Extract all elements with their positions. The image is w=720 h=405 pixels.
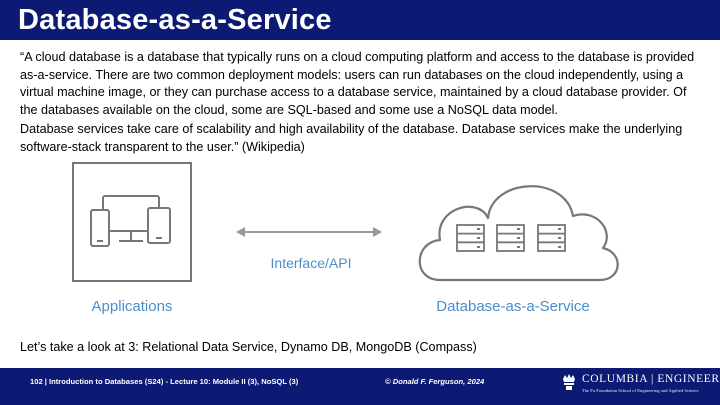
paragraph-services: Database services take care of scalabili… [20,122,683,154]
slide-title: Database-as-a-Service [18,4,332,36]
footer-brand: COLUMBIA | ENGINEERING [582,373,720,385]
bottom-note: Let’s take a look at 3: Relational Data … [20,340,477,354]
applications-label: Applications [92,298,173,315]
daas-diagram: Applications Interface/API Database-as-a… [72,162,619,315]
title-bar: Database-as-a-Service [0,0,720,40]
applications-box [72,162,192,282]
daas-label: Database-as-a-Service [436,298,589,315]
footer-bar: 102 | Introduction to Databases (S24) - … [0,368,720,405]
devices-icon [90,195,171,247]
cloud-server-icon [418,185,619,282]
paragraph-quote: “A cloud database is a database that typ… [20,50,695,117]
footer-course-info: 102 | Introduction to Databases (S24) - … [30,377,299,386]
footer-brand-sub: The Fu Foundation School of Engineering … [582,388,699,393]
crown-logo-icon [563,374,575,390]
interface-api-label: Interface/API [271,255,352,271]
double-arrow-icon [236,227,382,237]
footer-copyright: © Donald F. Ferguson, 2024 [385,377,485,386]
